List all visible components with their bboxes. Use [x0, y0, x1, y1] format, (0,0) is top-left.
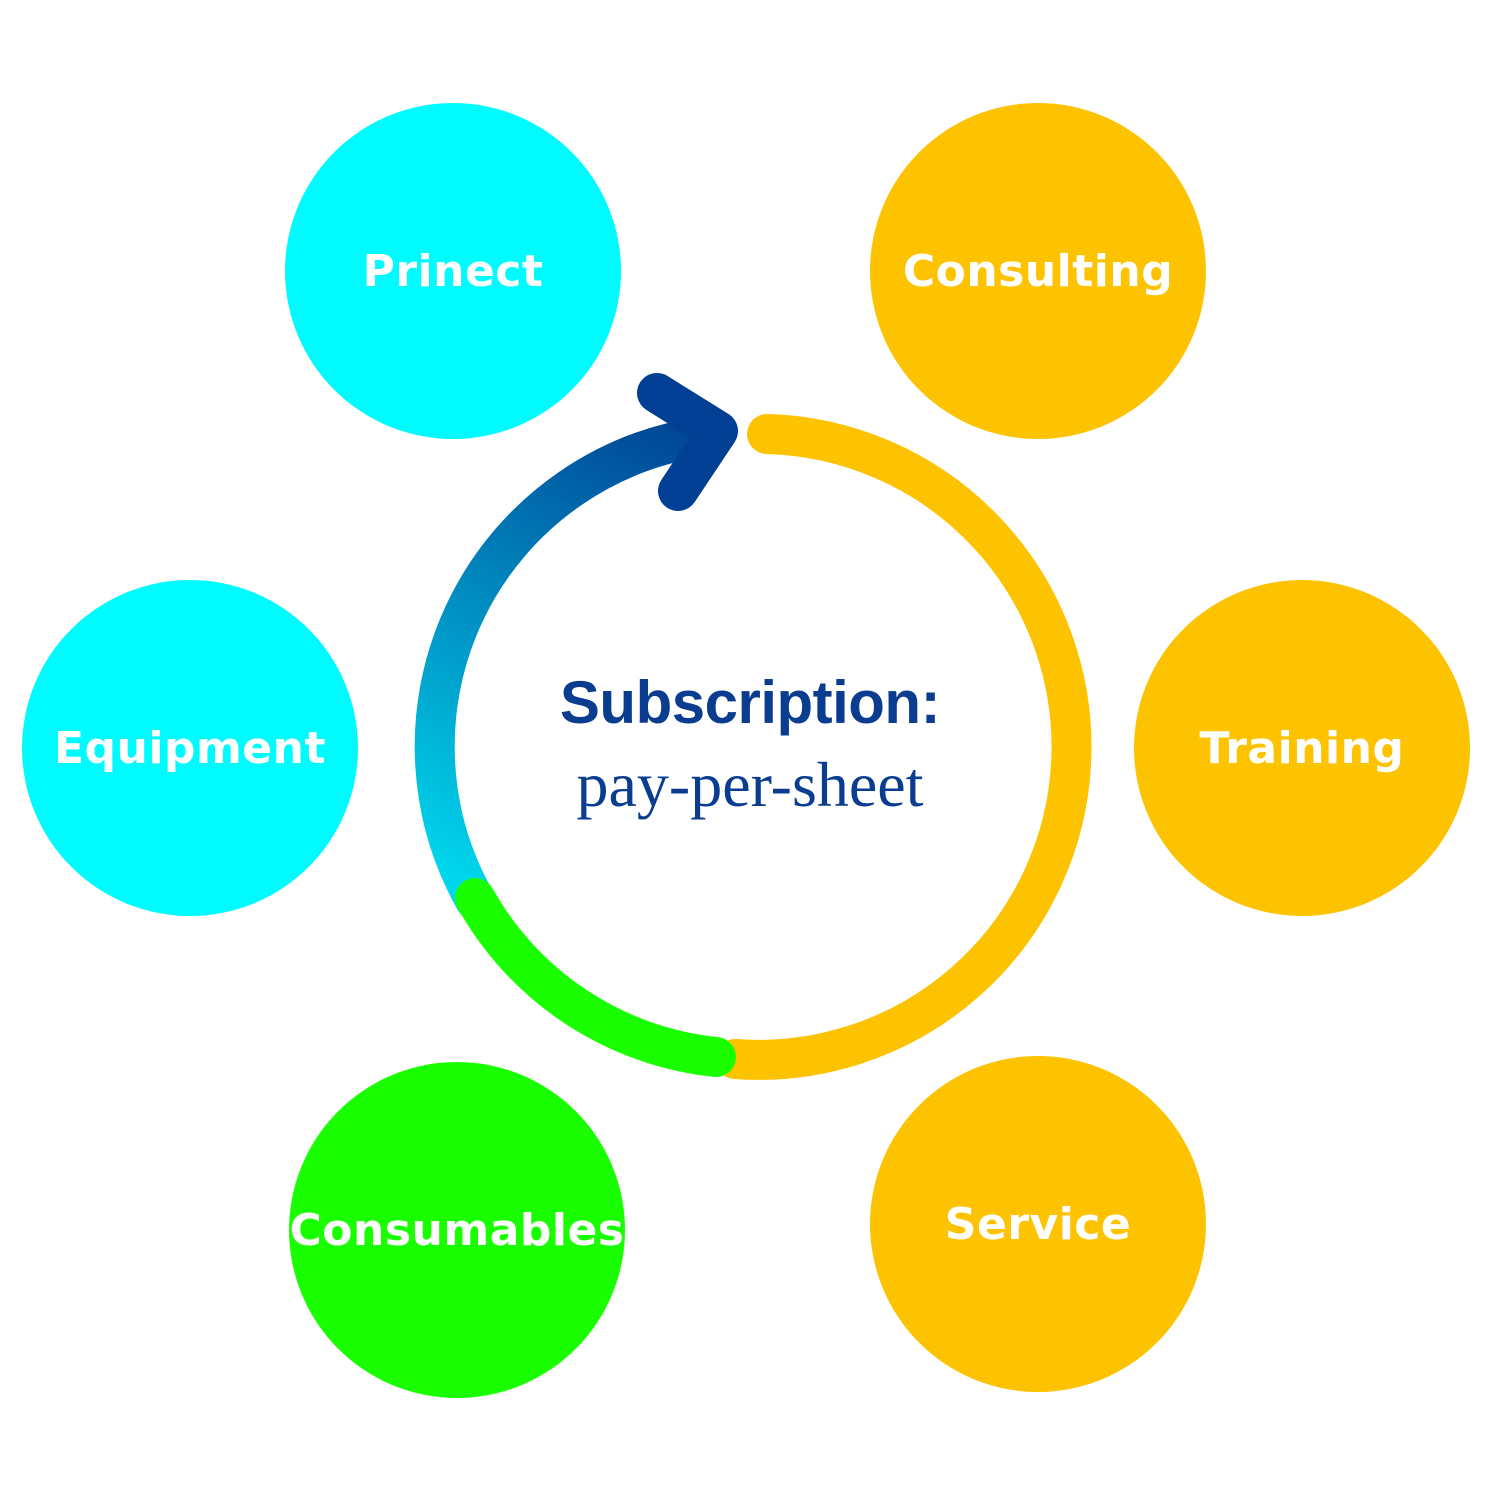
node-prinect: Prinect: [285, 103, 621, 439]
node-label-equipment: Equipment: [53, 722, 326, 774]
center-title: Subscription:: [559, 669, 941, 736]
cycle-arc-orange: [715, 414, 1092, 1080]
node-equipment: Equipment: [22, 580, 358, 916]
node-label-prinect: Prinect: [362, 245, 544, 297]
cycle-arrowhead-icon: [637, 373, 738, 511]
node-service: Service: [870, 1056, 1206, 1392]
node-label-consumables: Consumables: [289, 1204, 625, 1256]
node-label-service: Service: [944, 1198, 1132, 1250]
cycle-arc-arrow: [414, 417, 720, 920]
node-consumables: Consumables: [289, 1062, 625, 1398]
node-label-consulting: Consulting: [902, 245, 1174, 297]
node-label-training: Training: [1199, 722, 1405, 774]
node-consulting: Consulting: [870, 103, 1206, 439]
center-subtitle: pay-per-sheet: [576, 749, 924, 820]
node-training: Training: [1134, 580, 1470, 916]
cycle-arc-green: [455, 878, 736, 1077]
